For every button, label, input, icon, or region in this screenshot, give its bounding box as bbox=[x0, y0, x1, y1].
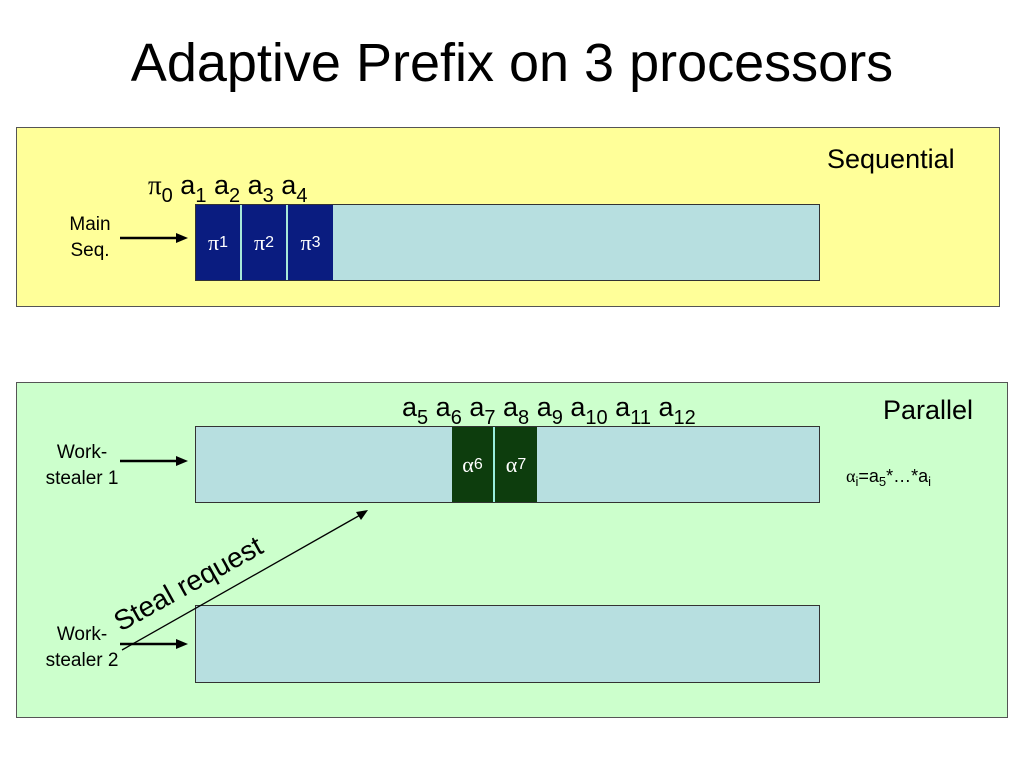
seq-top-item: a2 bbox=[213, 170, 241, 207]
seq-top-item: a3 bbox=[247, 170, 274, 207]
seq-top-item: a4 bbox=[281, 170, 308, 207]
parallel-top-labels: a5 a6 a7 a8 a9 a10 a11 a12 bbox=[402, 392, 696, 430]
work-stealer-2-arrow bbox=[120, 639, 188, 649]
par-top-item: a8 bbox=[503, 392, 530, 429]
seq-top-item: π0 bbox=[148, 170, 173, 207]
par-top-item: a9 bbox=[536, 392, 563, 429]
par-top-item: a11 bbox=[615, 392, 651, 429]
par-top-item: a5 bbox=[402, 392, 429, 429]
main-seq-label: Main Seq. bbox=[69, 214, 111, 261]
work-stealer-2-bar bbox=[195, 605, 820, 683]
seq-top-item: a1 bbox=[180, 170, 207, 207]
steal-request-arrow bbox=[121, 510, 368, 651]
sequential-label: Sequential bbox=[827, 144, 955, 174]
sequential-top-labels: π0 a1 a2 a3 a4 bbox=[148, 170, 307, 208]
work-stealer-1-label: Work- stealer 1 bbox=[45, 442, 119, 489]
alpha-formula: αi=a5*…*ai bbox=[846, 466, 932, 489]
par-top-item: a7 bbox=[469, 392, 496, 429]
work-stealer-1-arrow bbox=[120, 456, 188, 466]
page-title: Adaptive Prefix on 3 processors bbox=[130, 33, 894, 93]
parallel-label: Parallel bbox=[883, 395, 974, 425]
par-top-item: a10 bbox=[570, 392, 608, 429]
main-seq-arrow bbox=[120, 233, 188, 243]
work-stealer-2-label: Work- stealer 2 bbox=[45, 624, 119, 671]
par-top-item: a12 bbox=[658, 392, 696, 429]
par-top-item: a6 bbox=[435, 392, 462, 429]
